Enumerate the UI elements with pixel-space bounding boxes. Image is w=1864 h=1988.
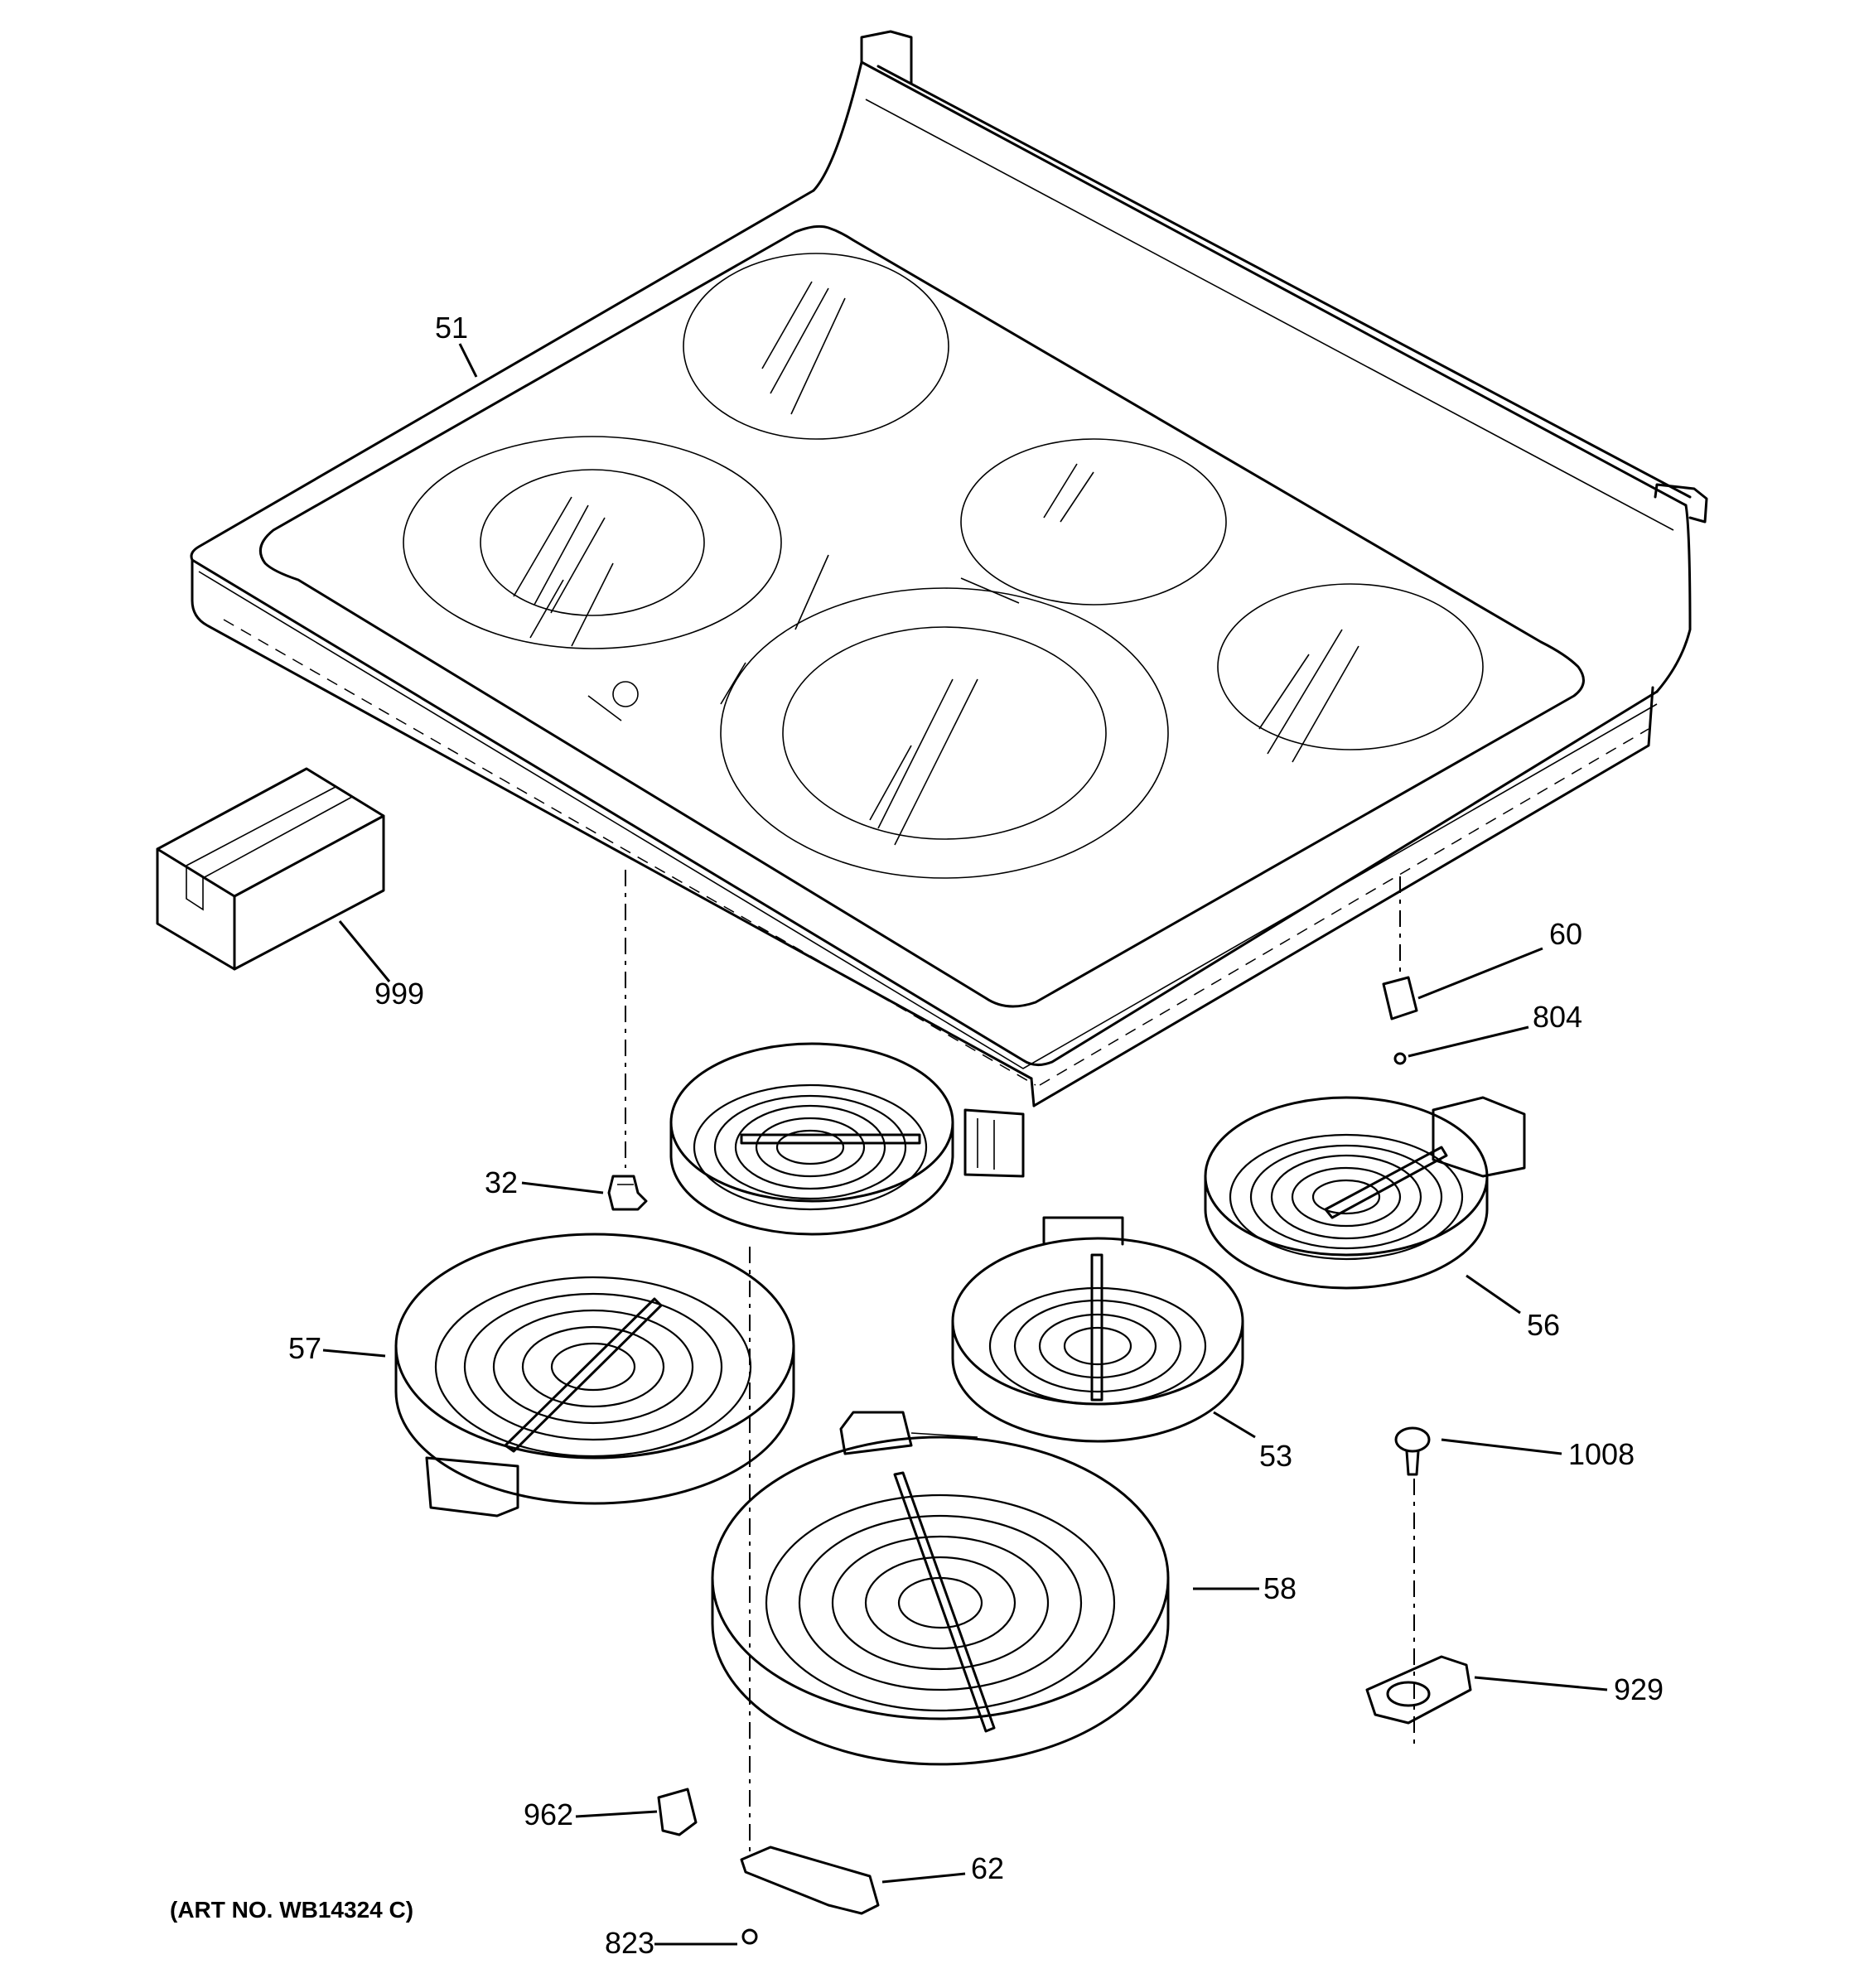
bracket-62: [740, 1846, 880, 1915]
radiant-unit-rear-left: [669, 1042, 1025, 1236]
leader-lines: [322, 343, 1608, 1946]
radiant-unit-left: [394, 1233, 795, 1518]
screw-823: [741, 1928, 758, 1945]
limit-switch: [607, 1175, 648, 1211]
screw-1008: [1394, 1426, 1431, 1476]
callout-929: 929: [1614, 1672, 1664, 1706]
radiant-unit-center: [951, 1216, 1244, 1443]
package-box: [156, 767, 385, 971]
callout-58: 58: [1263, 1571, 1297, 1605]
callout-999: 999: [374, 977, 424, 1011]
bracket-929: [1365, 1655, 1472, 1725]
callout-60: 60: [1549, 917, 1582, 951]
glass-cooktop: [190, 30, 1708, 1107]
callout-1008: 1008: [1568, 1437, 1635, 1471]
callout-823: 823: [605, 1926, 654, 1960]
radiant-unit-front: [711, 1411, 1170, 1766]
callout-51: 51: [435, 311, 468, 345]
callout-32: 32: [485, 1165, 518, 1199]
callout-62: 62: [971, 1851, 1004, 1885]
clip-60: [1382, 976, 1418, 1021]
radiant-unit-rear-right: [1204, 1096, 1526, 1290]
screw-804: [1393, 1052, 1407, 1065]
callout-804: 804: [1533, 1000, 1582, 1034]
art-number: (ART NO. WB14324 C): [170, 1897, 413, 1923]
callout-53: 53: [1259, 1439, 1292, 1473]
callout-57: 57: [288, 1331, 321, 1365]
callout-56: 56: [1527, 1308, 1560, 1342]
clip-962: [657, 1788, 698, 1836]
callout-962: 962: [524, 1797, 573, 1831]
